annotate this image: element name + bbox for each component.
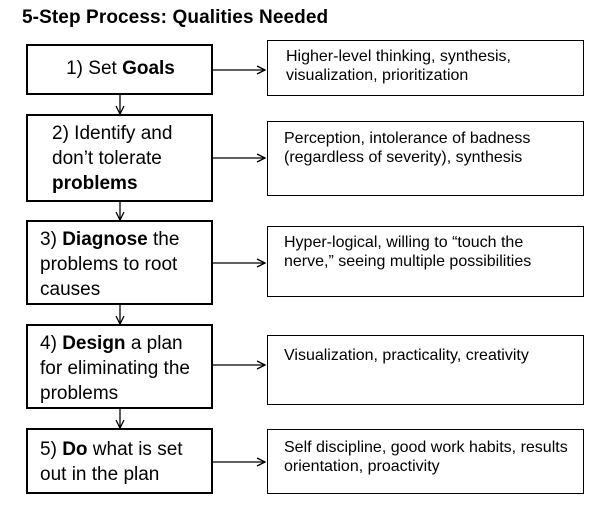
quality-2-box: Perception, intolerance of badness (rega…	[267, 121, 584, 196]
step-5-text: 5) Do what is set out in the plan	[40, 437, 205, 487]
diagram-title: 5-Step Process: Qualities Needed	[22, 7, 329, 28]
step-3-text: 3) Diagnose the problems to root causes	[40, 227, 205, 302]
step-4-tail: a plan for eliminating the problems	[40, 333, 190, 404]
quality-4-text: Visualization, practicality, creativity	[284, 347, 529, 364]
step-1-lead: 1) Set	[66, 58, 123, 79]
step-3-bold: Diagnose	[62, 229, 148, 250]
step-4-bold: Design	[62, 333, 126, 354]
quality-3-box: Hyper-logical, willing to “touch the ner…	[267, 226, 584, 297]
step-4-text: 4) Design a plan for eliminating the pro…	[40, 331, 205, 406]
quality-3-text: Hyper-logical, willing to “touch the ner…	[284, 234, 532, 270]
step-5-bold: Do	[62, 439, 88, 460]
step-1-bold: Goals	[122, 58, 175, 79]
quality-5-text: Self discipline, good work habits, resul…	[284, 439, 568, 475]
step-1-text: 1) Set Goals	[36, 56, 205, 81]
step-2-text: 2) Identify and don’t tolerate problems	[52, 121, 207, 196]
step-5-lead: 5)	[40, 439, 63, 460]
step-2-bold: problems	[52, 173, 138, 194]
quality-1-box: Higher-level thinking, synthesis, visual…	[267, 40, 584, 96]
quality-5-box: Self discipline, good work habits, resul…	[267, 429, 584, 494]
step-4-lead: 4)	[40, 333, 63, 354]
step-5-tail: what is set out in the plan	[40, 439, 183, 485]
step-1-box: 1) Set Goals	[26, 44, 213, 95]
step-3-box: 3) Diagnose the problems to root causes	[26, 220, 213, 305]
step-4-box: 4) Design a plan for eliminating the pro…	[26, 324, 213, 409]
step-2-box: 2) Identify and don’t tolerate problems	[26, 114, 213, 202]
quality-4-box: Visualization, practicality, creativity	[267, 335, 584, 405]
quality-2-text: Perception, intolerance of badness (rega…	[284, 130, 531, 166]
step-3-lead: 3)	[40, 229, 63, 250]
step-3-tail: the problems to root causes	[40, 229, 180, 300]
step-2-lead: 2) Identify and don’t tolerate	[52, 123, 173, 169]
quality-1-text: Higher-level thinking, synthesis, visual…	[286, 48, 511, 84]
step-5-box: 5) Do what is set out in the plan	[26, 428, 213, 494]
